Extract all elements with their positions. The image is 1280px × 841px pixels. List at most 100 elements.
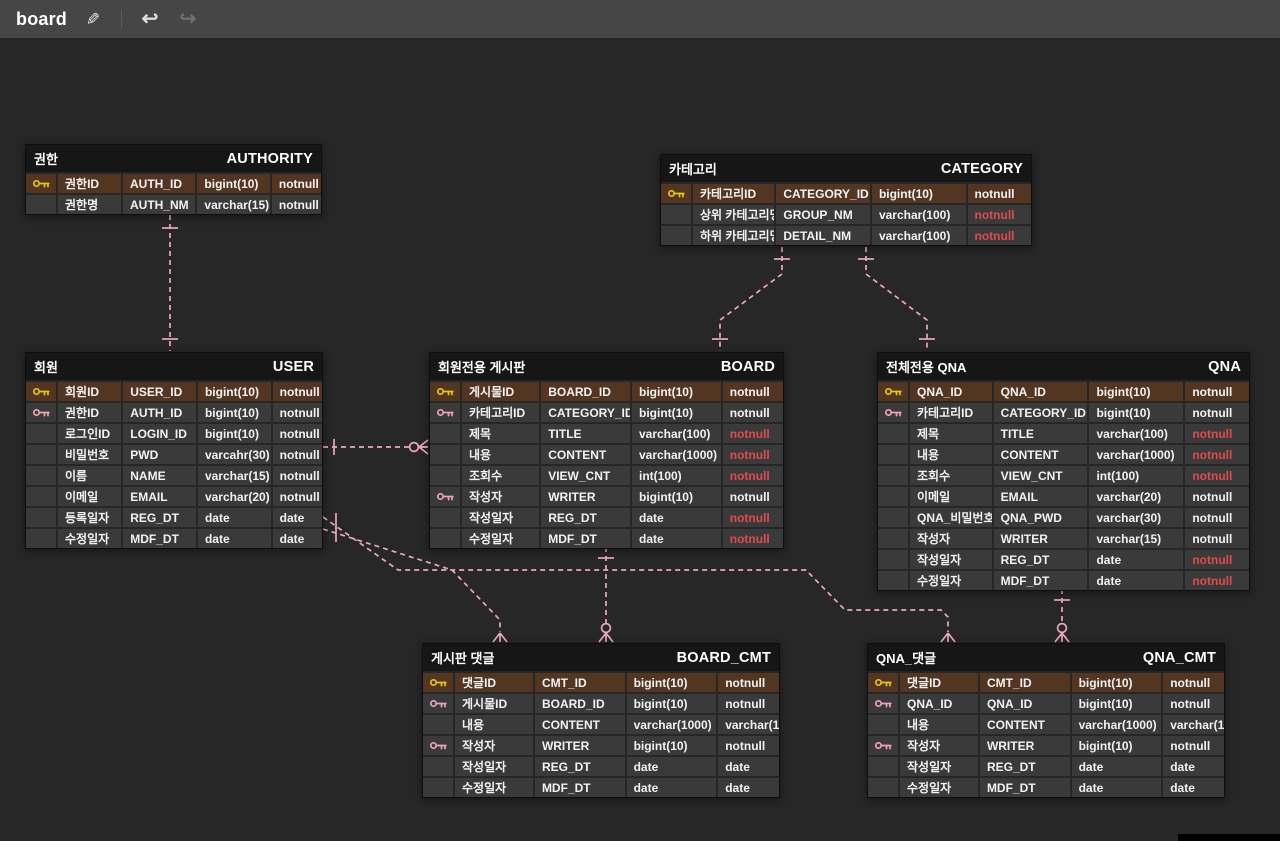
column-constraint[interactable]: notnull <box>272 445 322 464</box>
column-data-type[interactable]: varchar(1000) <box>1089 445 1184 464</box>
column-physical-name[interactable]: MDF_DT <box>534 778 625 797</box>
rel-category-qna[interactable] <box>858 247 935 351</box>
column-constraint[interactable]: notnull <box>722 403 783 422</box>
column-constraint[interactable]: notnull <box>272 424 322 443</box>
column-logical-name[interactable]: 작성일자 <box>900 757 978 776</box>
column-data-type[interactable]: date <box>197 529 271 548</box>
column-data-type[interactable]: bigint(10) <box>626 736 717 755</box>
column-data-type[interactable]: varchar(1000) <box>626 715 717 734</box>
column-physical-name[interactable]: NAME <box>123 466 196 485</box>
redo-icon[interactable]: ↪ <box>179 8 197 30</box>
rel-user-qna-cmt[interactable] <box>322 513 956 643</box>
column-constraint[interactable]: notnull <box>272 487 322 506</box>
column-constraint[interactable]: notnull <box>1185 466 1249 485</box>
column-data-type[interactable]: varchar(20) <box>1089 487 1184 506</box>
column-data-type[interactable]: varchar(100) <box>1089 424 1184 443</box>
column-physical-name[interactable]: QNA_PWD <box>993 508 1088 527</box>
column-constraint[interactable]: notnull <box>272 382 322 401</box>
column-logical-name[interactable]: 작성자 <box>900 736 978 755</box>
column-physical-name[interactable]: AUTH_ID <box>122 174 196 193</box>
column-data-type[interactable]: varchar(100) <box>871 226 966 245</box>
column-constraint[interactable]: date <box>1163 778 1224 797</box>
column-physical-name[interactable]: BOARD_ID <box>541 382 630 401</box>
column-logical-name[interactable]: 수정일자 <box>900 778 978 797</box>
column-logical-name[interactable]: 권한ID <box>58 403 122 422</box>
column-logical-name[interactable]: 작성자 <box>910 529 992 548</box>
column-constraint[interactable]: notnull <box>1163 673 1224 692</box>
column-physical-name[interactable]: CATEGORY_ID <box>993 403 1088 422</box>
column-logical-name[interactable]: 수정일자 <box>455 778 533 797</box>
column-constraint[interactable]: notnull <box>1163 694 1224 713</box>
column-data-type[interactable]: bigint(10) <box>1071 736 1162 755</box>
column-physical-name[interactable]: VIEW_CNT <box>993 466 1088 485</box>
column-physical-name[interactable]: TITLE <box>541 424 630 443</box>
column-physical-name[interactable]: PWD <box>123 445 196 464</box>
column-logical-name[interactable]: 권한명 <box>58 195 121 214</box>
column-logical-name[interactable]: 수정일자 <box>910 571 992 590</box>
column-constraint[interactable]: notnull <box>722 466 783 485</box>
column-physical-name[interactable]: CONTENT <box>534 715 625 734</box>
column-data-type[interactable]: bigint(10) <box>626 694 717 713</box>
column-constraint[interactable]: notnull <box>271 195 321 214</box>
column-constraint[interactable]: notnull <box>1163 736 1224 755</box>
column-logical-name[interactable]: 수정일자 <box>58 529 122 548</box>
column-constraint[interactable]: notnull <box>1185 424 1249 443</box>
column-constraint[interactable]: date <box>272 508 322 527</box>
column-physical-name[interactable]: REG_DT <box>993 550 1088 569</box>
column-physical-name[interactable]: AUTH_NM <box>122 195 196 214</box>
column-physical-name[interactable]: CATEGORY_ID <box>541 403 630 422</box>
column-logical-name[interactable]: QNA_ID <box>900 694 978 713</box>
column-logical-name[interactable]: 내용 <box>455 715 533 734</box>
column-physical-name[interactable]: CMT_ID <box>979 673 1070 692</box>
column-physical-name[interactable]: EMAIL <box>123 487 196 506</box>
column-logical-name[interactable]: 카테고리ID <box>693 184 775 203</box>
column-constraint[interactable]: notnull <box>1185 571 1249 590</box>
column-constraint[interactable]: notnull <box>722 424 783 443</box>
edit-title-icon[interactable]: ✎ <box>85 9 101 29</box>
column-physical-name[interactable]: MDF_DT <box>979 778 1070 797</box>
column-constraint[interactable]: date <box>718 778 779 797</box>
column-physical-name[interactable]: CONTENT <box>993 445 1088 464</box>
column-logical-name[interactable]: 작성자 <box>462 487 540 506</box>
column-logical-name[interactable]: 댓글ID <box>455 673 533 692</box>
column-logical-name[interactable]: 작성자 <box>455 736 533 755</box>
column-physical-name[interactable]: MDF_DT <box>993 571 1088 590</box>
column-constraint[interactable]: notnull <box>271 174 321 193</box>
column-data-type[interactable]: int(100) <box>1089 466 1184 485</box>
column-logical-name[interactable]: 상위 카테고리명 <box>693 205 775 224</box>
column-logical-name[interactable]: 게시물ID <box>462 382 540 401</box>
column-data-type[interactable]: date <box>1089 571 1184 590</box>
column-logical-name[interactable]: 조회수 <box>910 466 992 485</box>
column-constraint[interactable]: notnull <box>718 736 779 755</box>
column-constraint[interactable]: notnull <box>1185 550 1249 569</box>
column-physical-name[interactable]: CATEGORY_ID <box>776 184 870 203</box>
column-constraint[interactable]: notnull <box>722 529 783 548</box>
column-data-type[interactable]: bigint(10) <box>631 382 721 401</box>
column-constraint[interactable]: notnull <box>1185 403 1249 422</box>
column-constraint[interactable]: notnull <box>272 466 322 485</box>
column-physical-name[interactable]: REG_DT <box>534 757 625 776</box>
rel-user-board-cmt[interactable] <box>322 526 508 643</box>
